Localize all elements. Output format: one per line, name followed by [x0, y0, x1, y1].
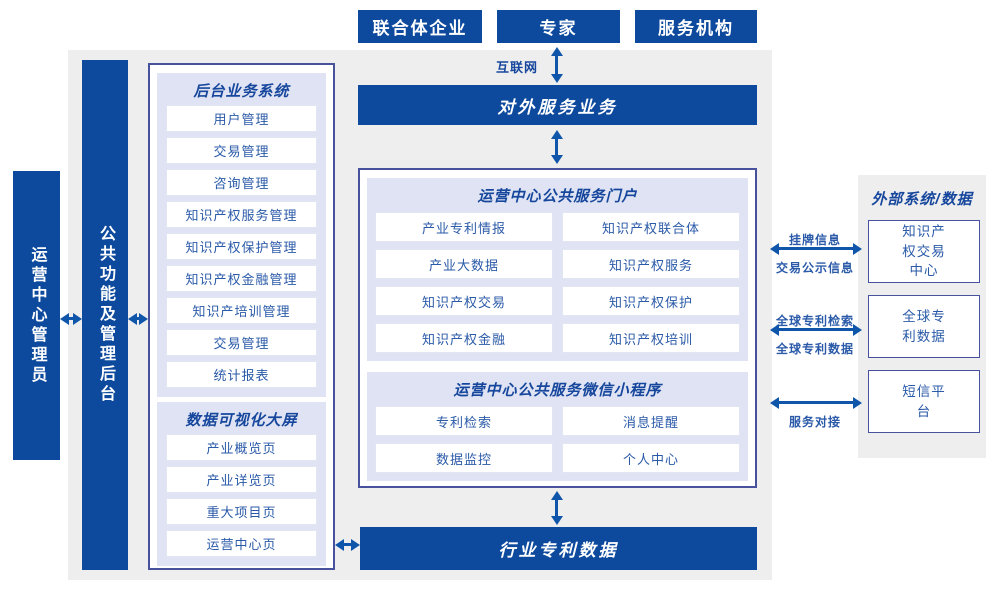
- list-item: 知识产权服务: [562, 249, 740, 279]
- operations-center-admin-rail: 运营中心管理员: [13, 171, 60, 460]
- list-item: 知识产权培训: [562, 323, 740, 353]
- backend-container: 后台业务系统 用户管理 交易管理 咨询管理 知识产权服务管理 知识产权保护管理 …: [148, 63, 335, 570]
- external-systems-title: 外部系统/数据: [871, 191, 973, 208]
- list-item: 交易管理: [166, 329, 317, 356]
- backend-system-list: 用户管理 交易管理 咨询管理 知识产权服务管理 知识产权保护管理 知识产权金融管…: [157, 103, 326, 397]
- double-arrow-global-patent-icon: [778, 328, 854, 331]
- list-item: 产业概览页: [166, 434, 317, 461]
- double-arrow-service-connect-icon: [778, 401, 854, 404]
- list-item: 重大项目页: [166, 498, 317, 525]
- portal-container: 运营中心公共服务门户 产业专利情报 知识产权联合体 产业大数据 知识产权服务 知…: [358, 168, 757, 488]
- double-arrow-portal-patent-icon: [555, 499, 558, 517]
- external-system-sms: 短信平台: [868, 370, 980, 433]
- double-arrow-listing-icon: [778, 247, 854, 250]
- external-system-label: 短信平台: [902, 383, 946, 419]
- list-item: 消息提醒: [562, 406, 740, 436]
- backend-system-section: 后台业务系统 用户管理 交易管理 咨询管理 知识产权服务管理 知识产权保护管理 …: [157, 73, 326, 397]
- external-system-label: 全球专利数据: [902, 308, 946, 344]
- portal-grid: 产业专利情报 知识产权联合体 产业大数据 知识产权服务 知识产权交易 知识产权保…: [367, 208, 748, 361]
- list-item: 咨询管理: [166, 169, 317, 196]
- external-service-bar: 对外服务业务: [358, 85, 757, 125]
- list-item: 知识产权服务管理: [166, 201, 317, 228]
- miniprogram-grid: 专利检索 消息提醒 数据监控 个人中心: [367, 402, 748, 481]
- list-item: 运营中心页: [166, 530, 317, 557]
- list-item: 知识产权保护: [562, 286, 740, 316]
- miniprogram-title: 运营中心公共服务微信小程序: [453, 382, 662, 399]
- global-patent-data-label: 全球专利数据: [775, 342, 854, 356]
- service-connect-label: 服务对接: [788, 415, 841, 429]
- list-item: 专利检索: [375, 406, 553, 436]
- list-item: 统计报表: [166, 361, 317, 388]
- external-system-ip-exchange: 知识产权交易中心: [868, 220, 980, 283]
- external-system-global-patent: 全球专利数据: [868, 295, 980, 358]
- list-item: 知识产培训管理: [166, 297, 317, 324]
- double-arrow-internet-icon: [555, 55, 558, 75]
- double-arrow-admin-backend-icon: [68, 317, 74, 320]
- global-patent-search-label: 全球专利检索: [775, 314, 854, 328]
- listing-info-label: 挂牌信息: [788, 233, 841, 247]
- dashboard-title: 数据可视化大屏: [185, 412, 298, 429]
- list-item: 知识产权交易: [375, 286, 553, 316]
- list-item: 产业专利情报: [375, 212, 553, 242]
- dashboard-list: 产业概览页 产业详览页 重大项目页 运营中心页: [157, 432, 326, 566]
- actor-expert: 专家: [497, 10, 620, 43]
- portal-section: 运营中心公共服务门户 产业专利情报 知识产权联合体 产业大数据 知识产权服务 知…: [367, 178, 748, 361]
- double-arrow-dashboard-patent-icon: [343, 543, 352, 546]
- list-item: 用户管理: [166, 105, 317, 132]
- transaction-publicity-label: 交易公示信息: [775, 261, 854, 275]
- double-arrow-backend-system-icon: [136, 317, 140, 320]
- list-item: 知识产权保护管理: [166, 233, 317, 260]
- internet-label: 互联网: [496, 60, 539, 75]
- backend-system-title: 后台业务系统: [193, 83, 290, 100]
- actor-consortium-enterprise: 联合体企业: [358, 10, 482, 43]
- list-item: 产业大数据: [375, 249, 553, 279]
- list-item: 知识产权联合体: [562, 212, 740, 242]
- list-item: 个人中心: [562, 443, 740, 473]
- list-item: 数据监控: [375, 443, 553, 473]
- list-item: 产业详览页: [166, 466, 317, 493]
- portal-title: 运营中心公共服务门户: [477, 188, 638, 205]
- double-arrow-service-portal-icon: [555, 138, 558, 156]
- industry-patent-data-bar: 行业专利数据: [360, 527, 757, 570]
- miniprogram-section: 运营中心公共服务微信小程序 专利检索 消息提醒 数据监控 个人中心: [367, 372, 748, 481]
- public-function-backend-rail: 公共功能及管理后台: [82, 60, 128, 570]
- dashboard-section: 数据可视化大屏 产业概览页 产业详览页 重大项目页 运营中心页: [157, 402, 326, 566]
- actor-service-agency: 服务机构: [635, 10, 757, 43]
- list-item: 交易管理: [166, 137, 317, 164]
- external-system-label: 知识产权交易中心: [902, 224, 946, 279]
- list-item: 知识产权金融: [375, 323, 553, 353]
- list-item: 知识产权金融管理: [166, 265, 317, 292]
